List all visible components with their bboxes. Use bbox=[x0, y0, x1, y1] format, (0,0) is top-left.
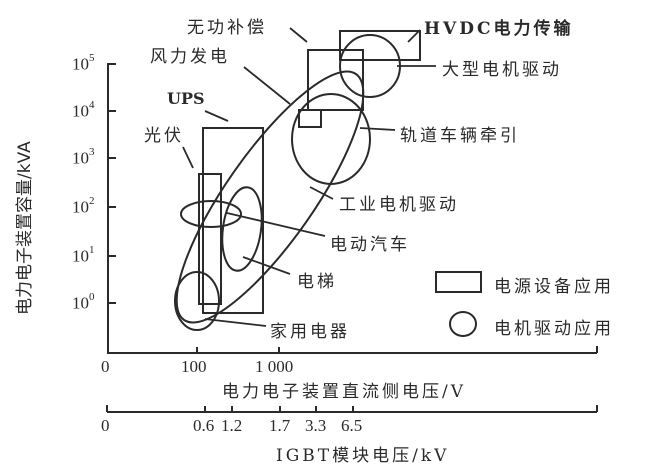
x2-tick-0: 0 bbox=[101, 416, 110, 435]
x-tick-1000: 1 000 bbox=[255, 357, 294, 376]
x2-tick-3-3: 3.3 bbox=[305, 416, 327, 435]
label-ups: UPS bbox=[167, 89, 205, 108]
region-hvdc-rect bbox=[339, 30, 421, 61]
x2-tick-1-2: 1.2 bbox=[221, 416, 243, 435]
y-tick-1e5: 105 bbox=[72, 52, 95, 74]
x-axis-label: 电力电子装置直流侧电压/V bbox=[222, 382, 467, 402]
y-axis bbox=[107, 63, 116, 354]
region-appliance-ellipse bbox=[174, 271, 220, 331]
legend-rect-icon bbox=[435, 271, 482, 293]
label-industrial-motor-drive: 工业电机驱动 bbox=[339, 195, 459, 215]
legend-circle-icon bbox=[449, 311, 477, 337]
x-tick-100: 100 bbox=[181, 357, 207, 376]
label-home-appliance: 家用电器 bbox=[270, 322, 350, 342]
region-wind-rect bbox=[298, 109, 322, 128]
x2-axis-label: IGBT模块电压/kV bbox=[276, 446, 450, 466]
y-tick-1e1: 101 bbox=[72, 244, 95, 266]
region-industrial-ellipse bbox=[175, 70, 365, 324]
region-elevator-ellipse bbox=[221, 186, 263, 272]
region-ev-ellipse bbox=[180, 200, 242, 228]
y-tick-1e3: 103 bbox=[72, 146, 95, 168]
region-pv-rect bbox=[198, 173, 222, 305]
x-axis bbox=[107, 346, 598, 354]
region-reactive-rect bbox=[307, 49, 364, 111]
label-hvdc: HVDC电力传输 bbox=[424, 19, 574, 39]
x2-tick-6-5: 6.5 bbox=[341, 416, 363, 435]
label-elevator: 电梯 bbox=[297, 272, 337, 292]
y-tick-1e4: 104 bbox=[72, 99, 95, 121]
x-tick-0: 0 bbox=[101, 357, 110, 376]
legend-power-supply-label: 电源设备应用 bbox=[494, 277, 614, 297]
x2-axis bbox=[106, 405, 598, 413]
label-rail-traction: 轨道车辆牵引 bbox=[400, 126, 520, 146]
legend-motor-drive-label: 电机驱动应用 bbox=[494, 319, 614, 339]
region-large-motor-ellipse bbox=[339, 34, 401, 98]
label-large-motor-drive: 大型电机驱动 bbox=[442, 60, 562, 80]
leader-lines bbox=[182, 27, 436, 327]
region-rail-ellipse bbox=[291, 93, 371, 185]
label-wind-power: 风力发电 bbox=[150, 47, 230, 67]
y-axis-label: 电力电子装置容量/kVA bbox=[15, 141, 35, 315]
label-electric-vehicle: 电动汽车 bbox=[330, 235, 410, 255]
y-tick-1e0: 100 bbox=[72, 291, 95, 313]
x2-tick-0-6: 0.6 bbox=[193, 416, 215, 435]
x2-tick-1-7: 1.7 bbox=[269, 416, 291, 435]
label-reactive-compensation: 无功补偿 bbox=[187, 18, 267, 38]
label-photovoltaic: 光伏 bbox=[144, 126, 184, 146]
y-tick-1e2: 102 bbox=[72, 195, 95, 217]
